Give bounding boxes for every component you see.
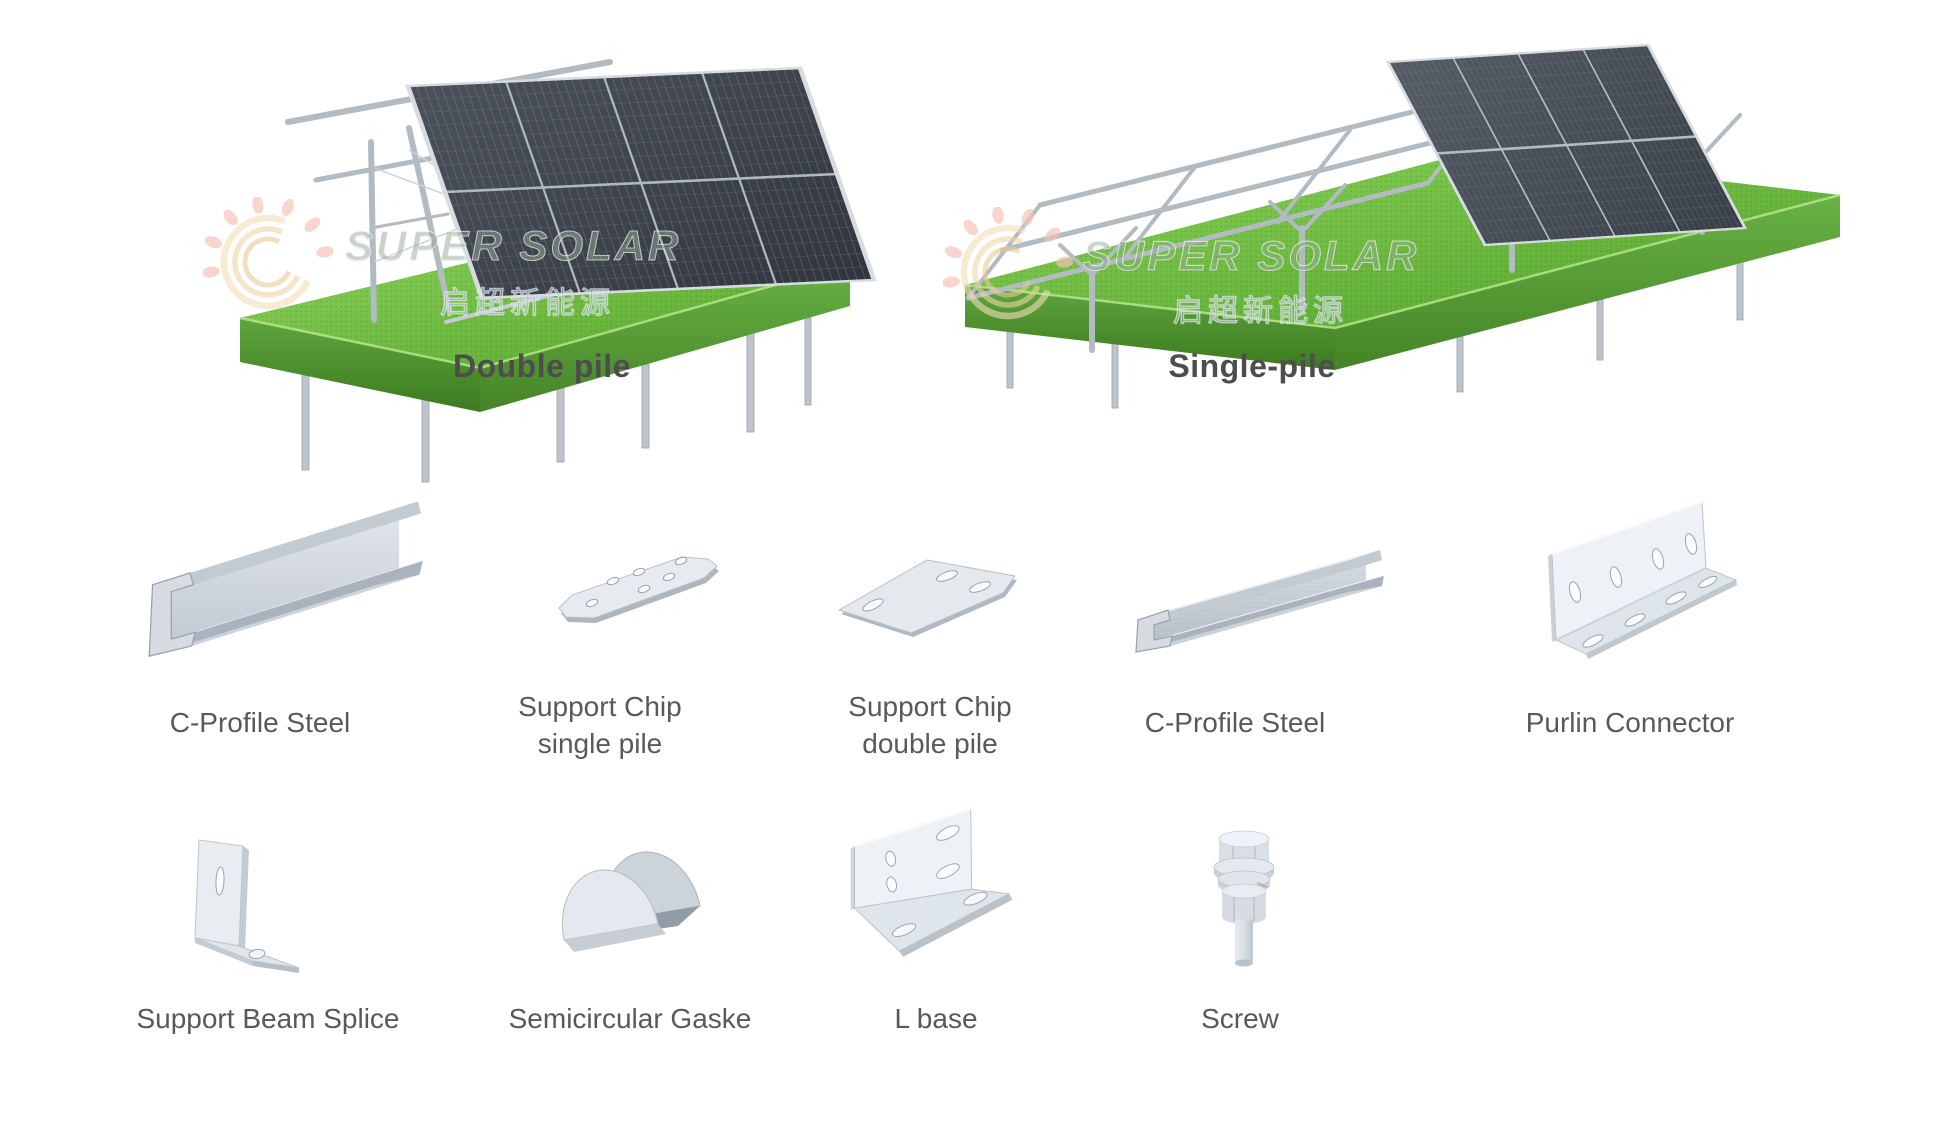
part-label-support-chip-double: Support Chip double pile	[848, 691, 1012, 759]
support-chip-single-pile-image	[558, 556, 719, 623]
part-label-semicircular-gaske: Semicircular Gaske	[508, 1003, 752, 1034]
double-pile-render: SUPER SOLAR 启超新能源	[140, 0, 880, 490]
support-chip-double-pile-image	[837, 559, 1017, 637]
screw-image	[1213, 830, 1275, 967]
sun-logo-icon	[943, 207, 1073, 320]
part-label-screw: Screw	[1201, 1003, 1279, 1034]
support-beam-splice-image	[194, 839, 300, 973]
part-label-c-profile-steel-1: C-Profile Steel	[169, 707, 351, 738]
part-label-support-chip-single: Support Chip single pile	[518, 691, 682, 759]
c-profile-steel-slim-image	[1135, 550, 1384, 653]
double-pile-caption: Double pile	[453, 348, 631, 384]
semicircular-gaske-image	[561, 851, 701, 952]
purlin-connector-image	[1548, 500, 1738, 659]
c-profile-steel-large-image	[148, 501, 423, 657]
sun-logo-icon	[203, 197, 333, 310]
part-label-support-beam-splice: Support Beam Splice	[136, 1003, 400, 1034]
double-pile-3d-illustration	[239, 59, 877, 483]
solar-panel-array	[1385, 43, 1748, 247]
part-label-purlin-connector: Purlin Connector	[1525, 707, 1735, 738]
single-pile-caption: Single-pile	[1168, 348, 1336, 384]
solar-panel-array	[405, 66, 877, 300]
l-base-image	[850, 808, 1013, 957]
part-label-l-base: L base	[894, 1003, 978, 1034]
part-label-c-profile-steel-2: C-Profile Steel	[1144, 707, 1326, 738]
single-pile-3d-illustration	[964, 43, 1841, 409]
